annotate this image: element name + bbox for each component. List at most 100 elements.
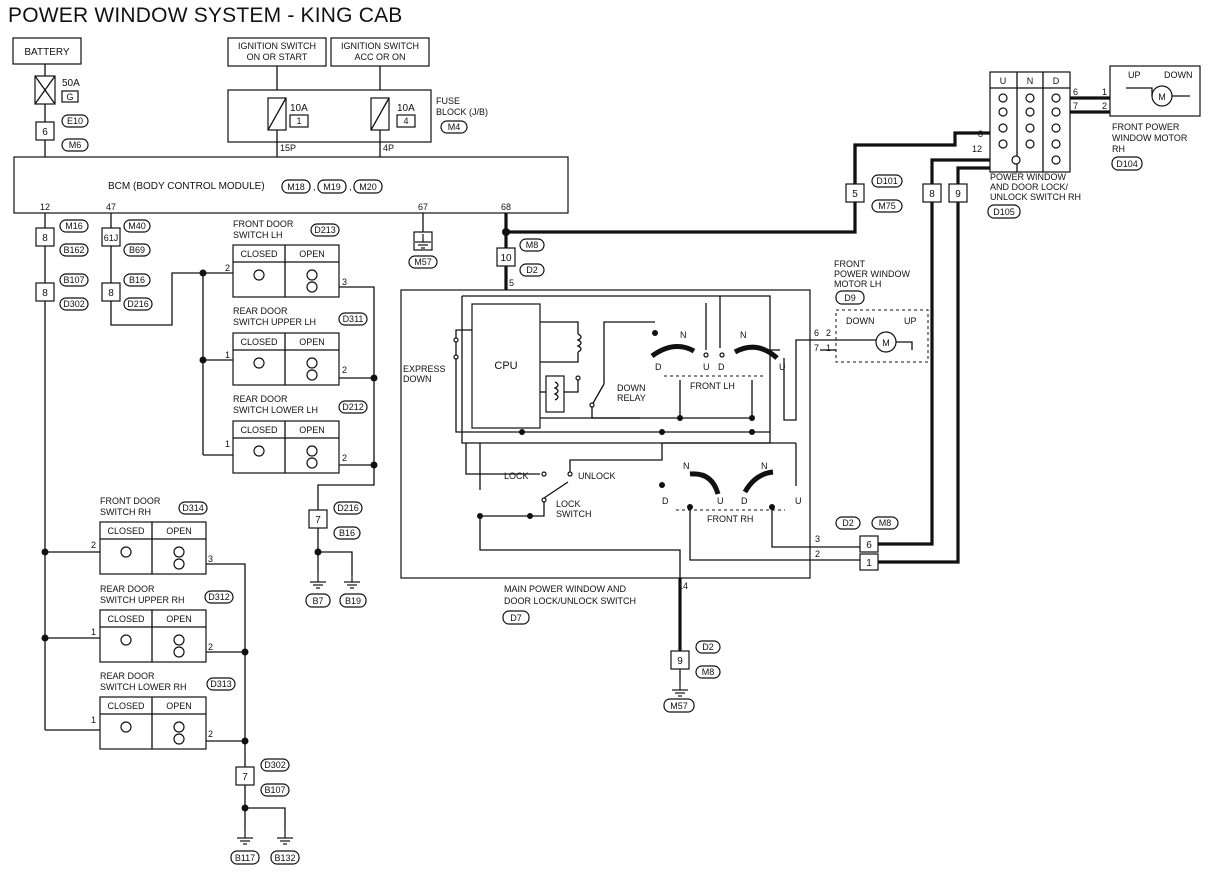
svg-text:1: 1: [91, 627, 96, 637]
svg-text:B7: B7: [312, 596, 323, 606]
bcm-pin67-ground: M57: [408, 213, 438, 269]
main-switch-box: [400, 289, 811, 579]
svg-text:10: 10: [500, 253, 512, 264]
svg-text:FRONT POWER: FRONT POWER: [1112, 122, 1180, 132]
svg-text:N: N: [683, 461, 690, 471]
svg-text:SWITCH UPPER LH: SWITCH UPPER LH: [233, 317, 316, 327]
svg-text:FRONT: FRONT: [834, 259, 865, 269]
svg-text:CLOSED: CLOSED: [240, 249, 278, 259]
svg-text:14: 14: [678, 581, 688, 591]
svg-text:POWER WINDOW: POWER WINDOW: [990, 172, 1066, 182]
svg-text:N: N: [740, 330, 747, 340]
svg-text:D: D: [1053, 76, 1060, 86]
svg-text:B162: B162: [63, 245, 84, 255]
svg-text:D302: D302: [264, 760, 286, 770]
svg-text:7: 7: [315, 515, 321, 526]
svg-text:D302: D302: [63, 299, 85, 309]
lh-ground-chain: 7 D216 B16 B7 B19: [305, 286, 378, 608]
svg-text:D: D: [662, 496, 669, 506]
svg-text:,: ,: [349, 182, 352, 192]
svg-text:3: 3: [815, 534, 820, 544]
front-door-switch-rh: FRONT DOOR SWITCH RH D314 CLOSED OPEN 2 …: [91, 496, 213, 575]
main-power-window-switch: CPU EXPRESS DOWN DOWN RELAY N N D U D U: [400, 289, 860, 625]
svg-text:2: 2: [826, 328, 831, 338]
svg-text:B132: B132: [274, 853, 295, 863]
svg-text:5: 5: [509, 278, 514, 288]
svg-text:OPEN: OPEN: [166, 526, 192, 536]
rear-door-switch-upper-rh: REAR DOOR SWITCH UPPER RH D312 CLOSED OP…: [91, 584, 234, 663]
svg-text:12: 12: [972, 144, 982, 154]
bcm-pin12-chain: 8 M16 B162 8 B107 D302: [35, 213, 100, 731]
svg-text:U: U: [703, 362, 710, 372]
svg-text:DOWN: DOWN: [403, 374, 432, 384]
svg-text:8: 8: [929, 189, 935, 200]
rear-door-switch-upper-lh: REAR DOOR SWITCH UPPER LH D311 CLOSED OP…: [225, 306, 368, 386]
rh-feed-connectors: 6 1 D2 M8 8 9 5 D101 M75: [835, 145, 990, 571]
svg-text:CLOSED: CLOSED: [107, 614, 145, 624]
svg-text:E10: E10: [67, 116, 83, 126]
fusible-link-id: G: [66, 92, 73, 102]
svg-text:2: 2: [1102, 101, 1107, 111]
svg-text:SWITCH LH: SWITCH LH: [233, 230, 283, 240]
svg-text:MOTOR LH: MOTOR LH: [834, 279, 881, 289]
svg-text:B19: B19: [345, 596, 361, 606]
svg-text:M16: M16: [65, 221, 83, 231]
svg-text:2: 2: [208, 729, 213, 739]
svg-text:CLOSED: CLOSED: [240, 337, 278, 347]
svg-text:U: U: [795, 496, 802, 506]
svg-text:CLOSED: CLOSED: [107, 526, 145, 536]
svg-text:OPEN: OPEN: [299, 337, 325, 347]
svg-text:M57: M57: [670, 701, 688, 711]
svg-text:D213: D213: [314, 225, 336, 235]
svg-text:N: N: [761, 461, 768, 471]
svg-text:M20: M20: [359, 182, 377, 192]
svg-text:2: 2: [208, 642, 213, 652]
cpu-box: [471, 303, 541, 429]
svg-text:1: 1: [296, 116, 301, 126]
svg-text:2: 2: [342, 365, 347, 375]
svg-text:REAR DOOR: REAR DOOR: [100, 584, 155, 594]
svg-text:MAIN POWER WINDOW AND: MAIN POWER WINDOW AND: [504, 584, 626, 594]
svg-text:D: D: [718, 362, 725, 372]
svg-text:7: 7: [1073, 101, 1078, 111]
svg-text:N: N: [1027, 76, 1034, 86]
svg-text:1: 1: [1102, 87, 1107, 97]
svg-text:OPEN: OPEN: [166, 701, 192, 711]
svg-text:EXPRESS: EXPRESS: [403, 364, 446, 374]
svg-text:REAR DOOR: REAR DOOR: [100, 671, 155, 681]
rh-ground-chain: 7 D302 B107 B117 B132: [206, 563, 300, 865]
front-power-window-motor-rh: UP DOWN M 1 2 FRONT POWER WINDOW MOTOR R…: [1102, 65, 1201, 171]
svg-text:B107: B107: [63, 275, 84, 285]
svg-text:6: 6: [1073, 87, 1078, 97]
svg-text:M8: M8: [702, 667, 715, 677]
svg-text:U: U: [779, 362, 786, 372]
svg-text:DOWN: DOWN: [1164, 70, 1193, 80]
svg-text:M40: M40: [128, 221, 146, 231]
svg-text:8: 8: [42, 233, 48, 244]
svg-text:,: ,: [313, 182, 316, 192]
svg-text:D2: D2: [702, 642, 714, 652]
svg-text:M6: M6: [69, 140, 82, 150]
svg-text:OPEN: OPEN: [299, 249, 325, 259]
svg-text:2: 2: [815, 549, 820, 559]
svg-text:1: 1: [826, 343, 831, 353]
svg-text:2: 2: [225, 263, 230, 273]
svg-text:1: 1: [866, 558, 872, 569]
svg-text:3: 3: [208, 554, 213, 564]
svg-text:D313: D313: [210, 679, 232, 689]
front-power-window-motor-lh: FRONT POWER WINDOW MOTOR LH D9 DOWN UP M…: [814, 259, 929, 363]
svg-text:8: 8: [978, 129, 983, 139]
svg-text:M: M: [882, 338, 890, 348]
svg-text:UNLOCK: UNLOCK: [578, 471, 616, 481]
svg-text:15P: 15P: [280, 143, 296, 153]
svg-text:OPEN: OPEN: [299, 425, 325, 435]
svg-text:UNLOCK SWITCH RH: UNLOCK SWITCH RH: [990, 192, 1081, 202]
svg-text:SWITCH: SWITCH: [556, 509, 592, 519]
ignition-switch-on-start: [227, 37, 327, 67]
svg-text:B16: B16: [129, 275, 145, 285]
svg-text:D9: D9: [844, 293, 856, 303]
svg-text:D104: D104: [1116, 159, 1138, 169]
svg-text:D2: D2: [842, 518, 854, 528]
svg-text:FRONT RH: FRONT RH: [707, 514, 753, 524]
battery-label: BATTERY: [24, 47, 70, 58]
